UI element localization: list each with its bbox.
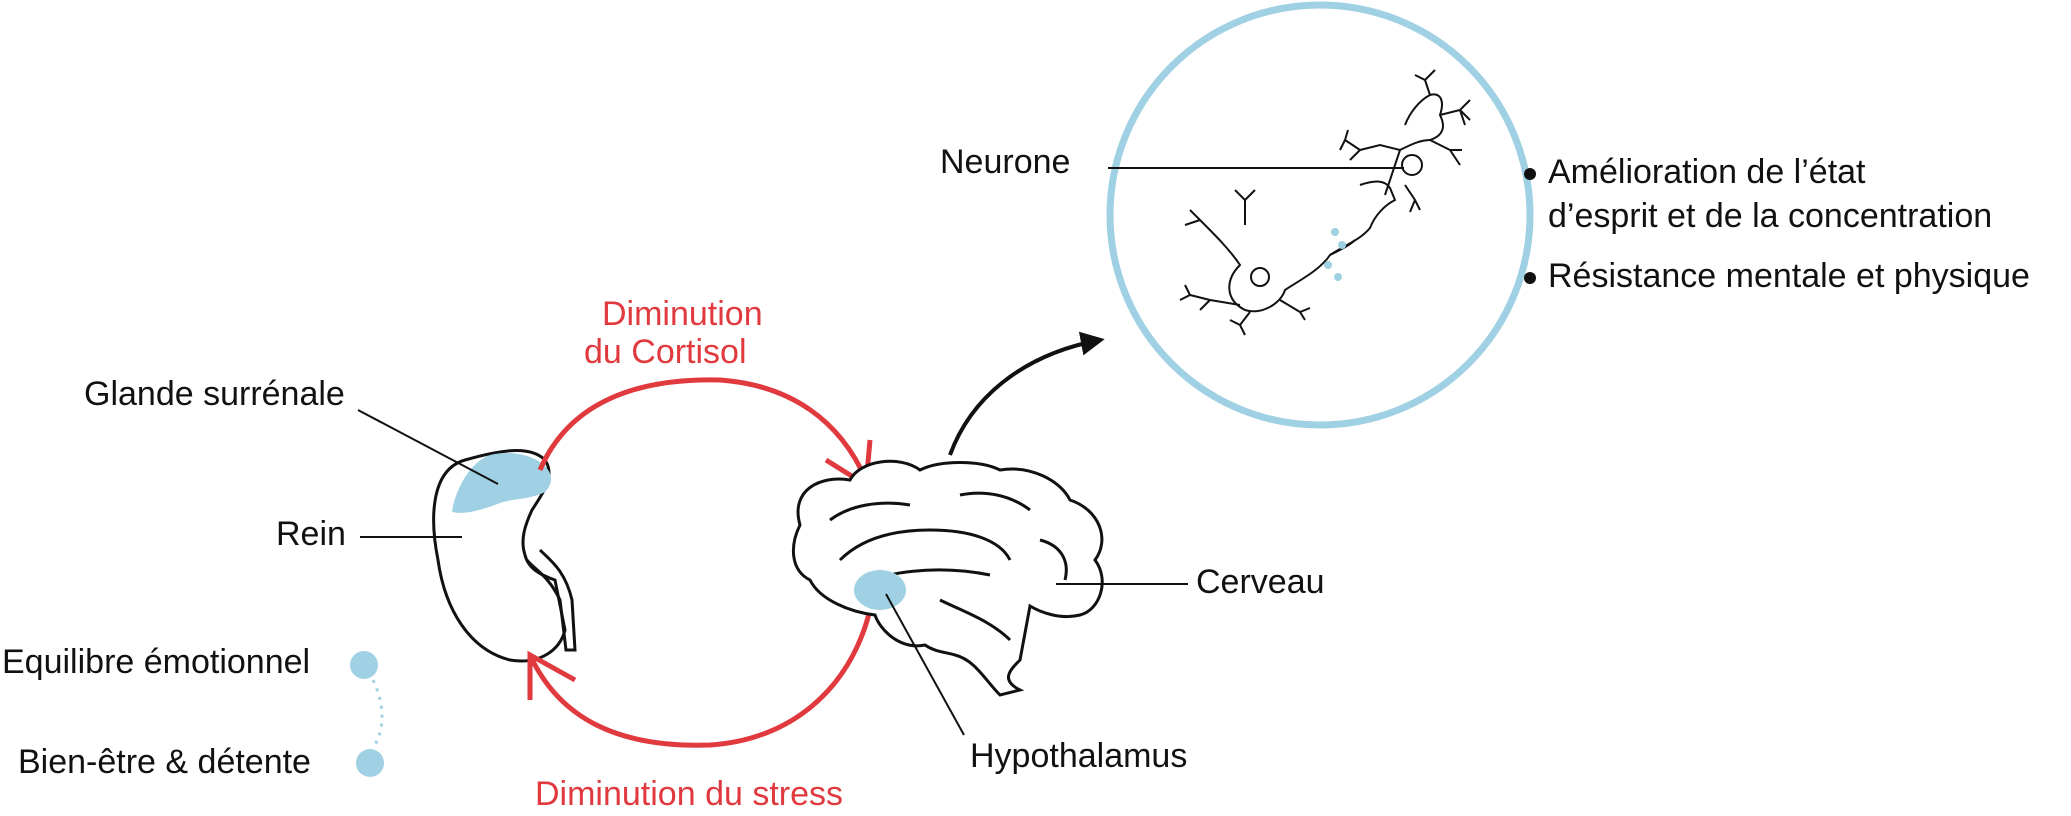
neuron-circle — [1106, 1, 1534, 429]
stress-arrow — [527, 609, 873, 748]
label-diminution: Diminution — [602, 295, 763, 333]
label-glande-surrenale: Glande surrénale — [84, 375, 345, 413]
label-neurone: Neurone — [940, 143, 1071, 181]
neurons — [1179, 69, 1471, 336]
brain — [791, 459, 1104, 697]
bullet-icon — [1524, 168, 1536, 180]
brain-to-neuron-arrow — [948, 331, 1105, 456]
benefit-text: Résistance mentale et physique — [1548, 257, 2030, 295]
hypothalamus-region — [854, 570, 906, 610]
benefit-item: Amélioration de l’état d’esprit et de la… — [1524, 150, 2030, 238]
neurotransmitters — [1324, 228, 1346, 281]
bullet-icon — [1524, 272, 1536, 284]
label-bien-etre: Bien-être & détente — [18, 743, 311, 781]
label-diminution-du-stress: Diminution du stress — [535, 775, 844, 813]
label-cerveau: Cerveau — [1196, 563, 1325, 601]
label-rein: Rein — [276, 515, 346, 553]
benefits-list: Amélioration de l’état d’esprit et de la… — [1524, 150, 2030, 314]
hypothalamus-leader — [885, 593, 965, 736]
benefit-text-line1: Amélioration de l’état — [1548, 153, 1866, 191]
adrenal-gland — [452, 452, 552, 513]
cortisol-arrow — [537, 377, 873, 490]
benefit-text-line2: d’esprit et de la concentration — [1548, 197, 1993, 235]
label-du-cortisol: du Cortisol — [584, 333, 747, 371]
label-equilibre-emotionnel: Equilibre émotionnel — [2, 643, 311, 681]
benefit-item: Résistance mentale et physique — [1524, 254, 2030, 298]
label-hypothalamus: Hypothalamus — [970, 737, 1188, 775]
legend — [350, 651, 384, 777]
glande-leader — [357, 409, 499, 485]
